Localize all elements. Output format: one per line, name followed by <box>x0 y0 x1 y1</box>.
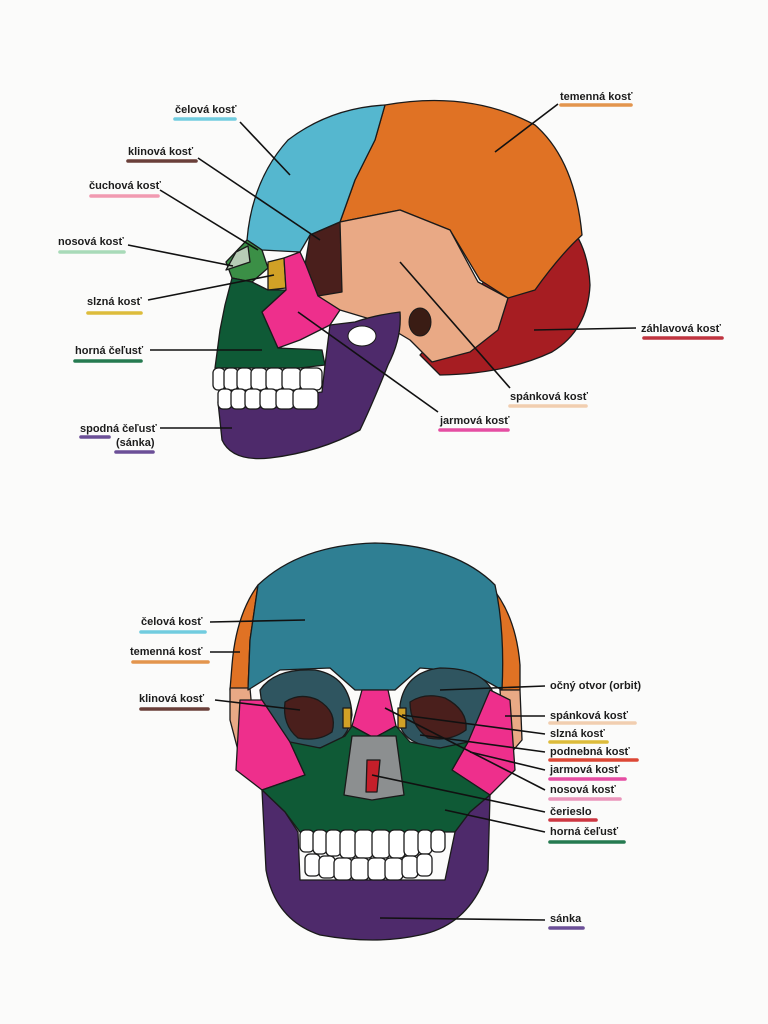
frontal-bone <box>246 104 386 253</box>
mandibular-notch <box>347 325 377 347</box>
svg-text:jarmová kosť: jarmová kosť <box>439 415 510 427</box>
svg-text:záhlavová kosť: záhlavová kosť <box>641 323 722 335</box>
svg-text:nosová kosť: nosová kosť <box>58 236 125 248</box>
frontal-leader-lines <box>209 619 546 921</box>
label-cuchova-kost: čuchová kosť <box>89 180 162 198</box>
svg-text:slzná kosť: slzná kosť <box>87 296 143 308</box>
svg-text:spánková kosť: spánková kosť <box>510 391 589 403</box>
label-slzna-kost: slzná kosť <box>86 296 143 315</box>
label-celova-kost: čelová kosť <box>173 104 237 121</box>
label-f-nosova-kost: nosová kosť <box>548 784 622 801</box>
svg-text:horná čeľusť: horná čeľusť <box>550 826 619 838</box>
mandible <box>261 789 491 941</box>
label-sanka-paren: (sánka) <box>114 437 155 454</box>
svg-text:čerieslo: čerieslo <box>550 806 592 818</box>
svg-text:čelová kosť: čelová kosť <box>175 104 237 116</box>
label-f-sanka: sánka <box>548 913 585 930</box>
svg-text:temenná kosť: temenná kosť <box>130 646 203 658</box>
label-f-horna-celust: horná čeľusť <box>548 826 626 844</box>
frontal-skull <box>229 542 523 941</box>
label-f-spankova-kost: spánková kosť <box>548 710 637 725</box>
label-f-klinova-kost: klinová kosť <box>139 693 210 711</box>
svg-text:horná čeľusť: horná čeľusť <box>75 345 144 357</box>
label-jarmova-kost: jarmová kosť <box>438 415 510 432</box>
svg-text:sánka: sánka <box>550 913 582 925</box>
svg-text:nosová kosť: nosová kosť <box>550 784 617 796</box>
maxilla <box>214 277 326 369</box>
label-klinova-kost: klinová kosť <box>126 146 198 163</box>
lateral-teeth <box>212 367 323 410</box>
sphenoid-in-orbit-left <box>283 695 335 740</box>
mandible <box>217 311 401 460</box>
svg-text:podnebná kosť: podnebná kosť <box>550 746 631 758</box>
label-nosova-kost: nosová kosť <box>58 236 126 254</box>
label-f-cerieslo: čerieslo <box>548 806 598 822</box>
label-f-podnebna-kost: podnebná kosť <box>548 746 639 762</box>
svg-text:očný otvor (orbit): očný otvor (orbit) <box>550 680 641 692</box>
label-f-slzna-kost: slzná kosť <box>548 728 609 744</box>
lateral-leader-lines <box>127 103 637 429</box>
label-horna-celust: horná čeľusť <box>73 345 144 363</box>
svg-text:jarmová kosť: jarmová kosť <box>549 764 620 776</box>
sphenoid-bone <box>304 221 343 297</box>
nasal-bone <box>225 245 251 271</box>
label-f-jarmova-kost: jarmová kosť <box>548 764 627 781</box>
parietal-bone <box>339 99 583 299</box>
svg-text:čelová kosť: čelová kosť <box>141 616 203 628</box>
svg-text:(sánka): (sánka) <box>116 437 155 449</box>
lateral-skull <box>212 99 591 460</box>
label-f-celova-kost: čelová kosť <box>139 616 207 634</box>
label-temenna-kost: temenná kosť <box>559 91 633 107</box>
frontal-labels: čelová kosť temenná kosť klinová kosť oč… <box>130 616 641 930</box>
ear-canal <box>408 307 432 337</box>
svg-text:klinová kosť: klinová kosť <box>128 146 194 158</box>
svg-text:čuchová kosť: čuchová kosť <box>89 180 162 192</box>
label-f-ocny-otvor: očný otvor (orbit) <box>550 680 641 692</box>
label-zahlavova-kost: záhlavová kosť <box>641 323 724 340</box>
svg-text:spánková kosť: spánková kosť <box>550 710 629 722</box>
lateral-labels: čelová kosť klinová kosť čuchová kosť no… <box>58 91 724 454</box>
svg-text:slzná kosť: slzná kosť <box>550 728 606 740</box>
lacrimal-left <box>342 707 352 729</box>
svg-text:klinová kosť: klinová kosť <box>139 693 205 705</box>
lacrimal-bone <box>267 257 287 291</box>
label-spankova-kost: spánková kosť <box>508 391 589 408</box>
svg-text:spodná čeľusť: spodná čeľusť <box>80 423 157 435</box>
label-spodna-celust: spodná čeľusť <box>79 423 157 439</box>
frontal-teeth <box>299 829 446 881</box>
label-f-temenna-kost: temenná kosť <box>130 646 210 664</box>
frontal-bone <box>247 542 504 691</box>
svg-text:temenná kosť: temenná kosť <box>560 91 633 103</box>
